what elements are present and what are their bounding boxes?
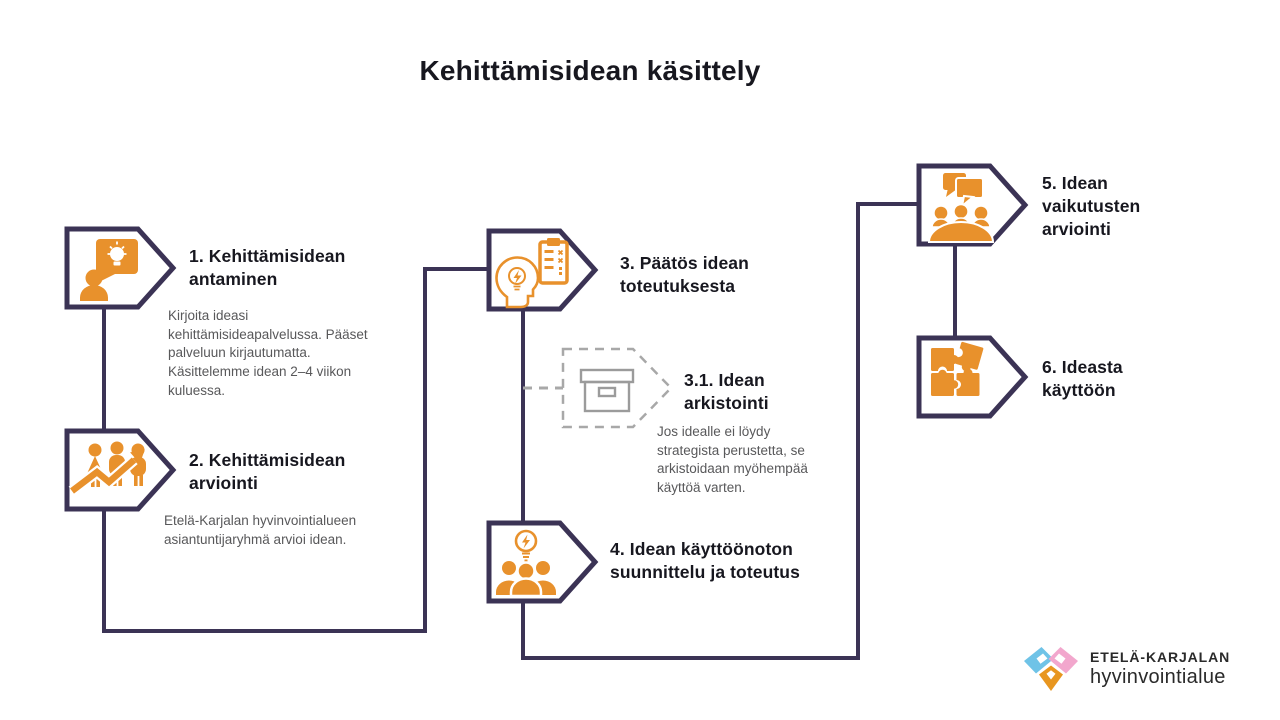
step-5-shape — [916, 163, 1030, 247]
page-title: Kehittämisidean käsittely — [419, 55, 761, 86]
organization-logo: ETELÄ-KARJALAN hyvinvointialue — [1023, 646, 1230, 692]
step-1-description: Kirjoita ideasi kehittämisideapalvelussa… — [168, 308, 368, 398]
puzzle-pieces-icon — [931, 341, 984, 396]
step-1-title: 1. Kehittämisidean antaminen — [189, 246, 346, 289]
people-growth-arrow-icon — [68, 441, 146, 496]
connector-step4-step5 — [521, 202, 920, 660]
person-idea-speech-bubble-icon — [80, 239, 138, 301]
step-3-1-description: Jos idealle ei löydy strategista peruste… — [657, 424, 808, 495]
meeting-speech-bubbles-icon — [927, 173, 995, 243]
step-3-title: 3. Päätös idean toteutuksesta — [620, 253, 749, 296]
step-3-1-shape — [561, 347, 675, 431]
step-3-1-title: 3.1. Idean arkistointi — [684, 370, 769, 413]
step-1-shape — [64, 226, 178, 310]
step-2-description: Etelä-Karjalan hyvinvointialueen asiantu… — [164, 513, 357, 547]
logo-text: ETELÄ-KARJALAN hyvinvointialue — [1090, 649, 1230, 689]
connector-step2-step3 — [102, 267, 490, 633]
logo-mark-icon — [1024, 647, 1078, 691]
step-4-title: 4. Idean käyttöönoton suunnittelu ja tot… — [610, 539, 800, 582]
step-4-shape — [486, 520, 600, 604]
team-lightbulb-icon — [496, 529, 556, 598]
logo-org-name: ETELÄ-KARJALAN — [1090, 649, 1231, 665]
archive-box-icon — [579, 368, 635, 413]
step-6-title: 6. Ideasta käyttöön — [1042, 357, 1123, 400]
step-2-shape — [64, 428, 178, 512]
step-2-title: 2. Kehittämisidean arviointi — [189, 450, 346, 493]
head-lightbulb-checklist-icon — [495, 238, 569, 309]
step-5-title: 5. Idean vaikutusten arviointi — [1042, 173, 1141, 239]
step-6-shape — [916, 335, 1030, 419]
step-3-shape — [486, 228, 600, 312]
logo-org-descriptor: hyvinvointialue — [1090, 666, 1226, 688]
